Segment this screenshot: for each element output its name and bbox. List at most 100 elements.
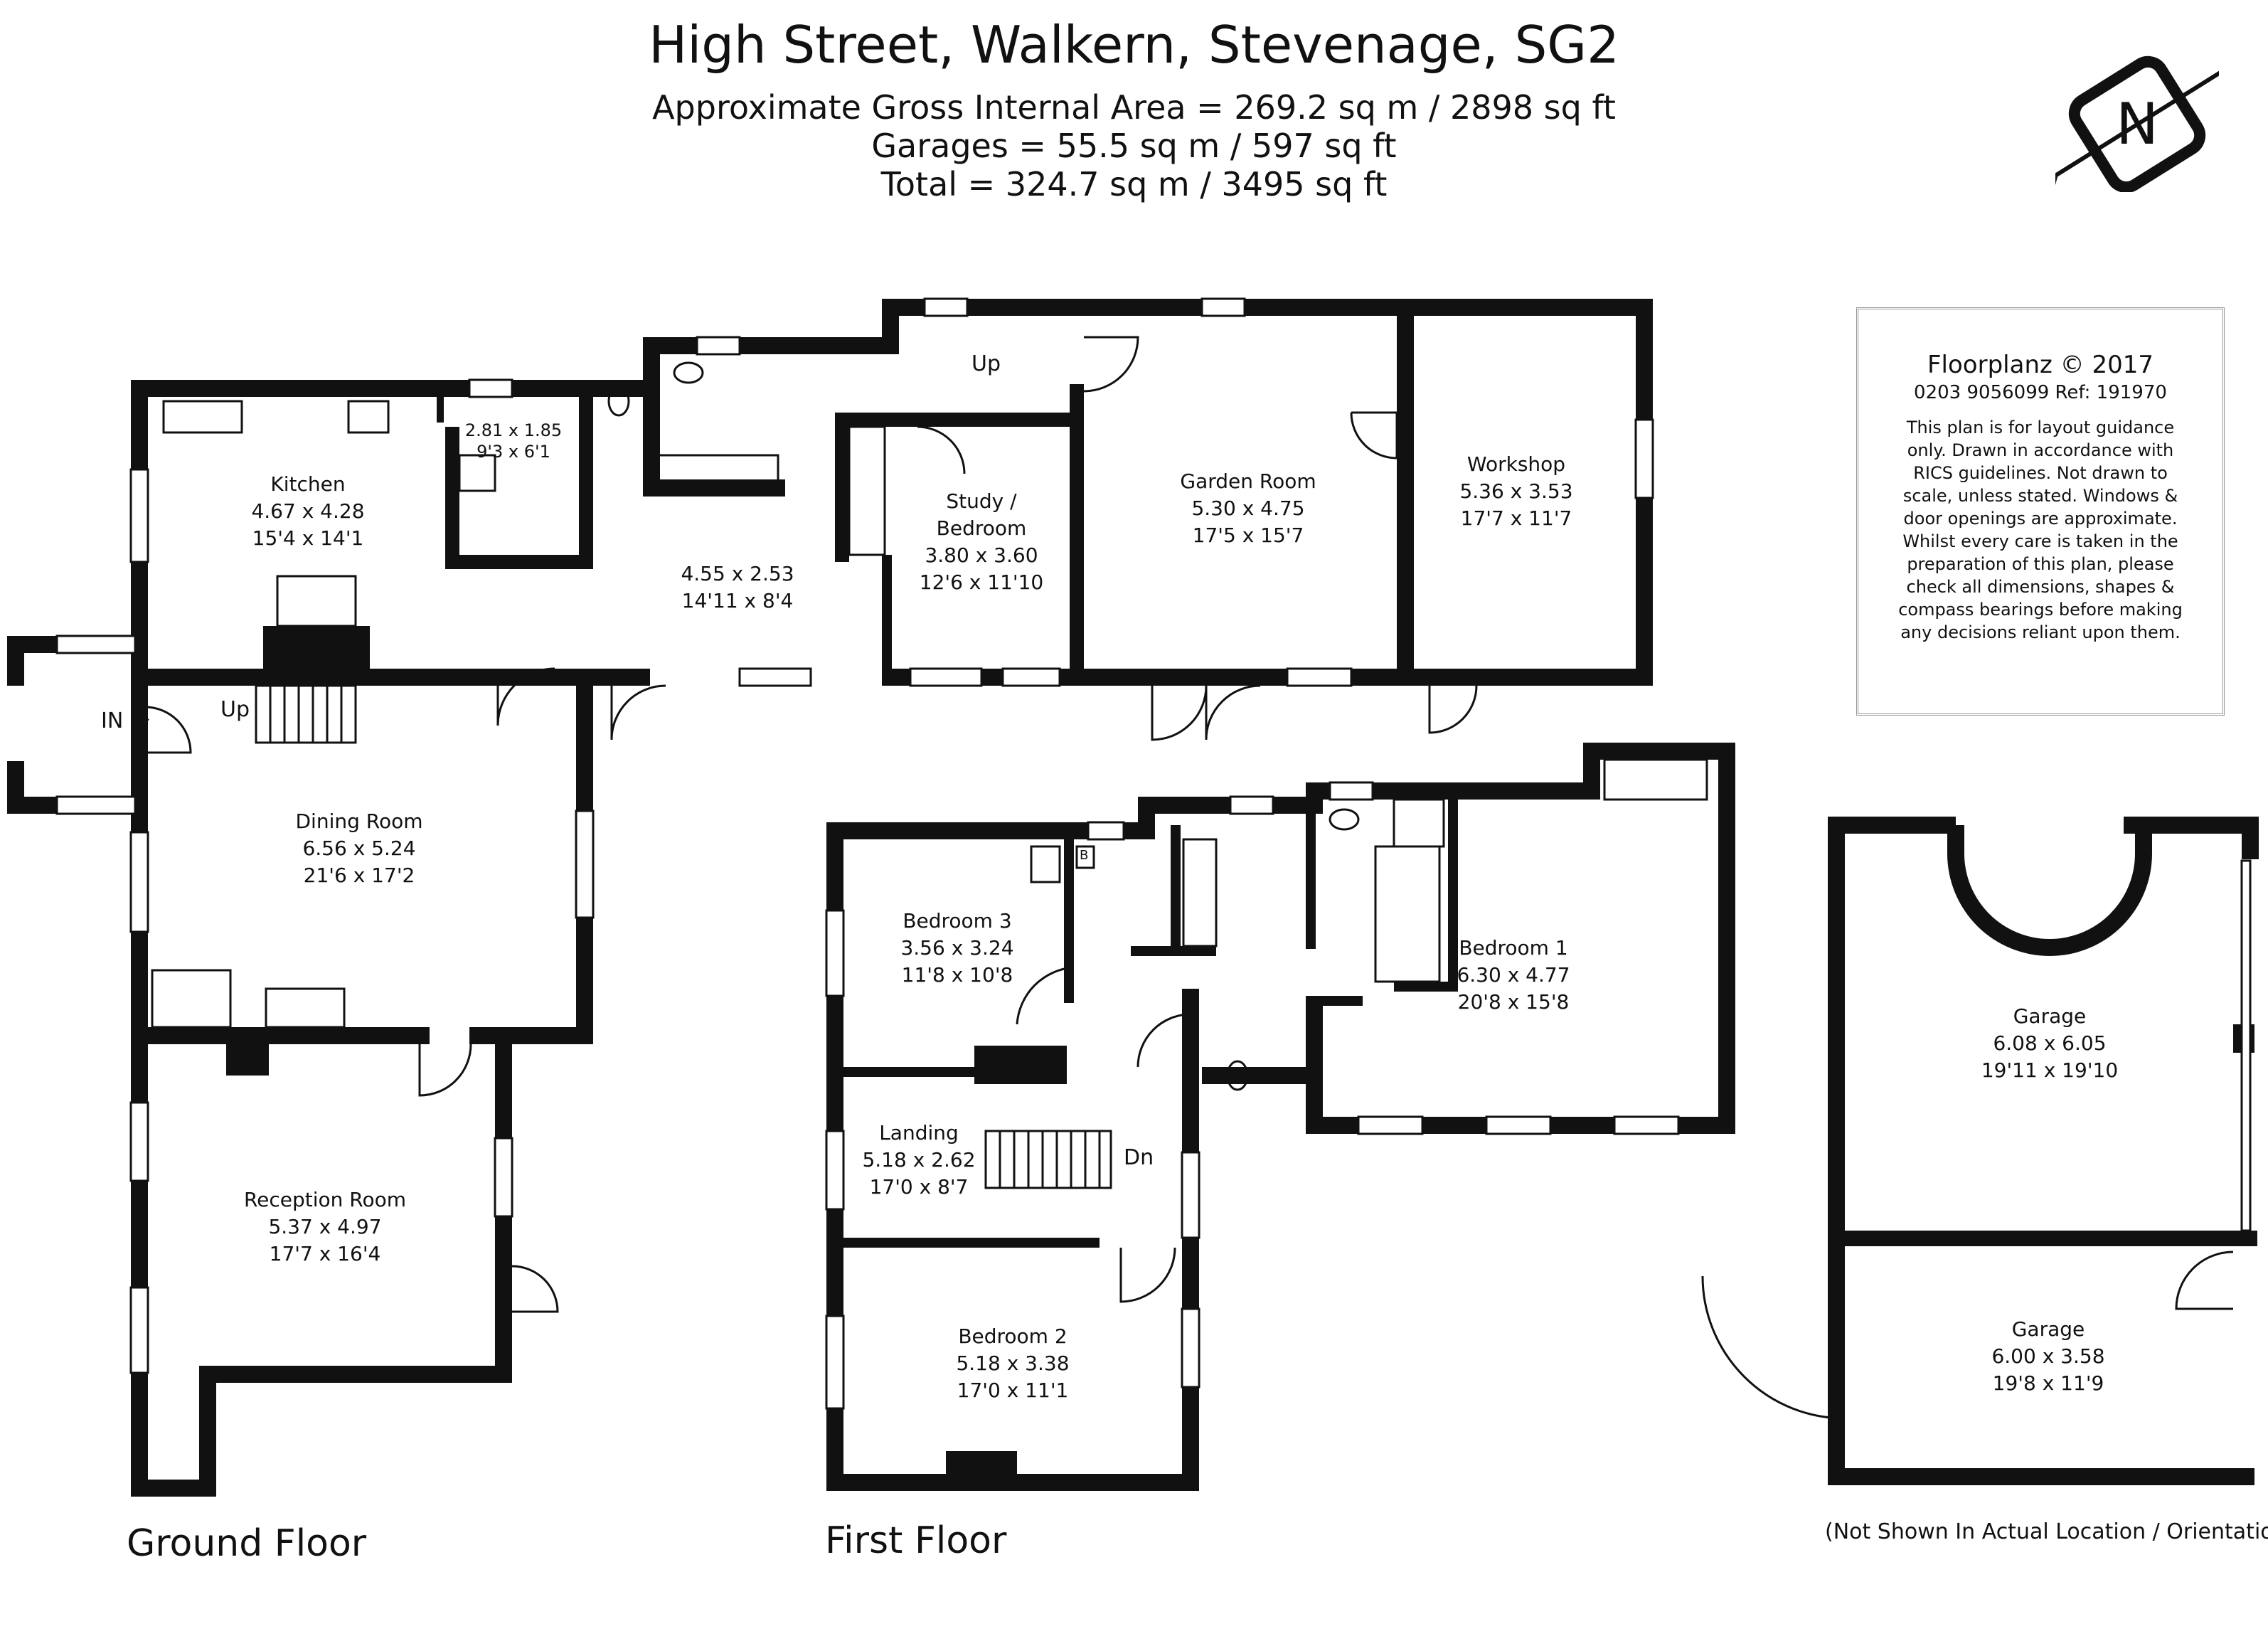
shower-tray bbox=[458, 454, 496, 492]
wall bbox=[1845, 1231, 2257, 1246]
room-name: Bedroom 3 bbox=[903, 909, 1012, 933]
wall bbox=[1394, 982, 1458, 992]
window bbox=[129, 1286, 149, 1374]
wall bbox=[1070, 384, 1084, 413]
wall bbox=[199, 1366, 216, 1497]
room-garden-room: Garden Room 5.30 x 4.75 17'5 x 15'7 bbox=[1180, 468, 1316, 549]
fireplace-hearth bbox=[151, 969, 232, 1029]
disclaimer: This plan is for layout guidance only. D… bbox=[1898, 418, 2183, 642]
wall bbox=[826, 1474, 1196, 1491]
door-swing bbox=[1083, 336, 1139, 393]
north-arrow-icon: N bbox=[2055, 55, 2219, 192]
door-swing bbox=[1151, 685, 1208, 741]
room-metric: 3.56 x 3.24 bbox=[900, 936, 1014, 960]
window bbox=[55, 795, 137, 815]
window bbox=[825, 909, 845, 997]
window bbox=[468, 378, 513, 398]
door-swing bbox=[418, 1044, 472, 1097]
room-metric: 4.67 x 4.28 bbox=[251, 499, 365, 523]
room-metric: 6.08 x 6.05 bbox=[1993, 1031, 2107, 1055]
staircase-first bbox=[984, 1130, 1112, 1189]
ground-floor-label: Ground Floor bbox=[127, 1522, 367, 1565]
window bbox=[825, 1315, 845, 1410]
room-metric: 5.36 x 3.53 bbox=[1459, 479, 1573, 503]
room-hall: 4.55 x 2.53 14'11 x 8'4 bbox=[681, 561, 794, 615]
entry-marker: IN bbox=[101, 708, 124, 733]
room-utility: 2.81 x 1.85 9'3 x 6'1 bbox=[465, 420, 562, 462]
wall bbox=[1306, 996, 1363, 1006]
boiler-box bbox=[1075, 845, 1095, 869]
room-name: Reception Room bbox=[243, 1188, 407, 1211]
wall bbox=[593, 380, 643, 397]
room-name: Garage bbox=[2011, 1317, 2085, 1341]
wall bbox=[437, 380, 444, 423]
room-name: Kitchen bbox=[270, 472, 346, 496]
window bbox=[923, 297, 969, 317]
room-name: Garage bbox=[2013, 1004, 2087, 1028]
wall bbox=[835, 413, 1077, 427]
first-floor-label: First Floor bbox=[825, 1519, 1007, 1562]
wall bbox=[1182, 989, 1199, 1491]
wall bbox=[550, 669, 650, 686]
kitchen-sink bbox=[162, 400, 243, 434]
wall bbox=[7, 636, 24, 686]
window bbox=[129, 468, 149, 563]
door-swing bbox=[496, 667, 555, 726]
window bbox=[1200, 297, 1246, 317]
door-swing bbox=[1016, 966, 1075, 1025]
brand-name: Floorplanz © 2017 bbox=[1927, 351, 2153, 379]
wall bbox=[1306, 800, 1316, 949]
bath bbox=[656, 454, 779, 489]
wall bbox=[1583, 743, 1735, 760]
room-name: Study / bbox=[946, 489, 1017, 513]
wall bbox=[1828, 817, 1845, 1485]
wall bbox=[1828, 1468, 2254, 1485]
wall bbox=[882, 669, 1653, 686]
window bbox=[55, 634, 137, 654]
window bbox=[909, 667, 983, 687]
room-dining: Dining Room 6.56 x 5.24 21'6 x 17'2 bbox=[295, 808, 422, 889]
wall bbox=[1718, 743, 1735, 1134]
wall bbox=[1202, 1067, 1316, 1084]
door-swing bbox=[1136, 1013, 1191, 1068]
window bbox=[1229, 795, 1274, 815]
bath bbox=[1182, 838, 1218, 947]
room-bedroom-1: Bedroom 1 6.30 x 4.77 20'8 x 15'8 bbox=[1457, 935, 1570, 1016]
room-imperial: 20'8 x 15'8 bbox=[1457, 990, 1570, 1014]
room-bedroom-3: Bedroom 3 3.56 x 3.24 11'8 x 10'8 bbox=[900, 908, 1013, 989]
wall bbox=[445, 427, 459, 569]
door-swing bbox=[511, 1265, 559, 1313]
room-name: Dining Room bbox=[295, 809, 423, 833]
steps-up-label: Up bbox=[971, 351, 1001, 376]
wall bbox=[1306, 996, 1323, 1134]
room-imperial: 19'11 x 19'10 bbox=[1981, 1058, 2119, 1082]
window bbox=[2240, 859, 2252, 1232]
room-metric: 4.55 x 2.53 bbox=[681, 562, 794, 585]
wall bbox=[974, 1046, 1067, 1084]
plan-title: High Street, Walkern, Stevenage, SG2 bbox=[649, 15, 1619, 75]
washbasin bbox=[1030, 845, 1061, 883]
window bbox=[1087, 821, 1125, 841]
door-swing bbox=[1205, 684, 1261, 740]
room-imperial: 15'4 x 14'1 bbox=[252, 526, 364, 550]
wall bbox=[835, 413, 849, 562]
room-name: Workshop bbox=[1466, 452, 1566, 476]
garage-location-note: (Not Shown In Actual Location / Orientat… bbox=[1825, 1519, 2268, 1544]
window bbox=[1329, 781, 1374, 801]
room-name: Bedroom 1 bbox=[1459, 936, 1568, 960]
room-landing: Landing 5.18 x 2.62 17'0 x 8'7 bbox=[862, 1120, 975, 1201]
wardrobe bbox=[848, 425, 886, 556]
window bbox=[1181, 1307, 1200, 1389]
room-imperial: 19'8 x 11'9 bbox=[1992, 1371, 2104, 1395]
boiler-label: B bbox=[1080, 848, 1089, 863]
window bbox=[1357, 1115, 1424, 1135]
room-metric: 5.18 x 2.62 bbox=[862, 1148, 976, 1172]
room-imperial: 12'6 x 11'10 bbox=[919, 570, 1044, 594]
room-kitchen: Kitchen 4.67 x 4.28 15'4 x 14'1 bbox=[251, 471, 364, 552]
wall bbox=[2242, 817, 2259, 859]
door-swing bbox=[1350, 411, 1398, 460]
info-box: Floorplanz © 2017 0203 9056099 Ref: 1919… bbox=[1856, 307, 2225, 716]
room-metric: 5.37 x 4.97 bbox=[268, 1215, 382, 1238]
window bbox=[696, 336, 741, 356]
